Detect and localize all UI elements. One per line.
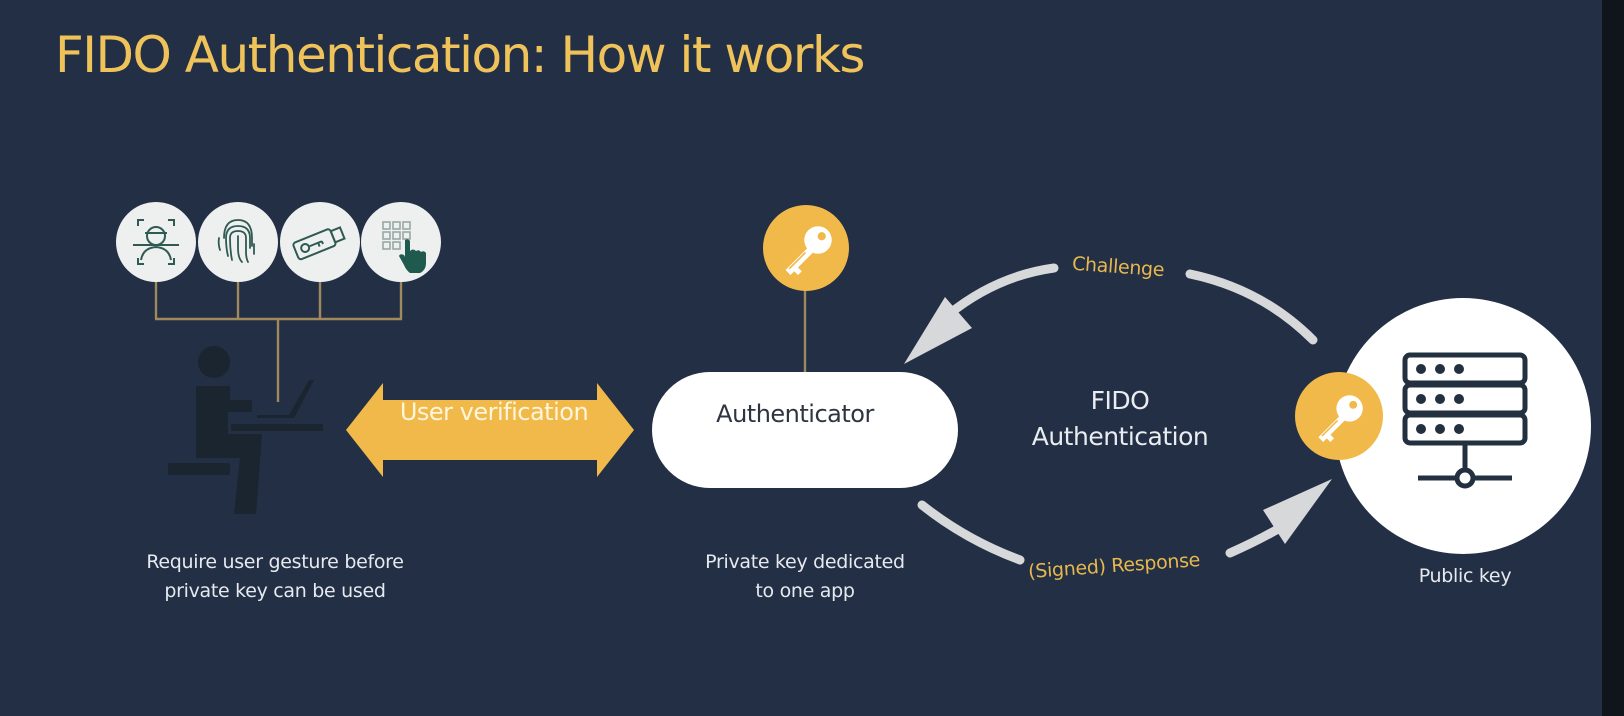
authenticator-caption: Private key dedicated to one app <box>660 548 950 606</box>
face-scan-icon <box>116 202 196 282</box>
method-connectors <box>154 270 403 402</box>
fido-label-line2: Authentication <box>1031 422 1209 451</box>
server-caption: Public key <box>1418 565 1512 587</box>
authenticator-caption-line2: to one app <box>755 580 855 602</box>
user-caption: Require user gesture before private key … <box>110 548 440 606</box>
public-key-icon <box>1295 372 1383 460</box>
private-key-icon <box>763 205 849 291</box>
challenge-arrowhead <box>904 297 972 364</box>
user-caption-line2: private key can be used <box>164 580 386 602</box>
double-arrow-icon <box>346 383 634 477</box>
fingerprint-icon <box>198 202 278 282</box>
keypad-touch-icon <box>361 202 441 282</box>
response-arrowhead <box>1263 479 1332 544</box>
user-caption-line1: Require user gesture before <box>146 551 404 573</box>
fido-authentication-label: FIDO Authentication <box>1010 383 1230 455</box>
authenticator-pill <box>652 372 958 488</box>
server-indicator-lights <box>1416 364 1464 434</box>
user-verification-label: User verification <box>399 398 589 426</box>
person-at-laptop-icon <box>168 346 323 514</box>
authenticator-caption-line1: Private key dedicated <box>705 551 905 573</box>
challenge-arrow <box>943 263 1318 345</box>
authenticator-label: Authenticator <box>716 400 874 428</box>
usb-key-icon <box>280 202 360 282</box>
server-icon <box>1402 352 1528 489</box>
slide-title: FIDO Authentication: How it works <box>55 26 865 84</box>
fido-label-line1: FIDO <box>1090 386 1150 415</box>
response-arrow <box>917 500 1295 565</box>
window-edge <box>1602 0 1624 716</box>
